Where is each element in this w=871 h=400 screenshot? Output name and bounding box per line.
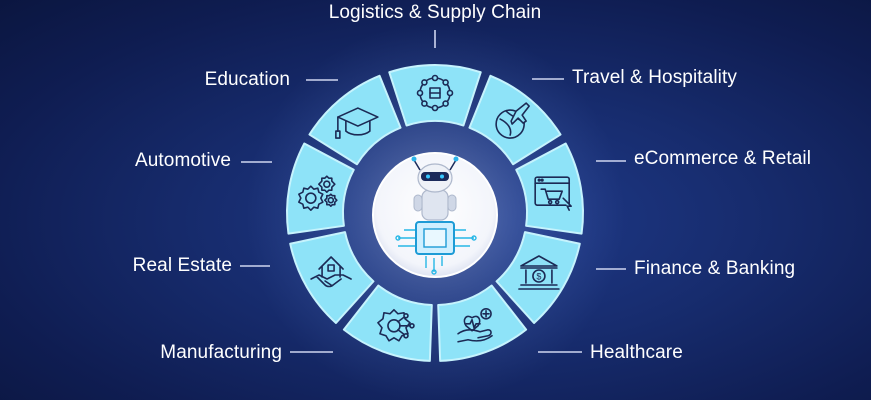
tile-logistics	[388, 64, 482, 127]
svg-text:$: $	[536, 272, 541, 282]
tile-realestate	[289, 231, 375, 324]
label-logistics: Logistics & Supply Chain	[328, 2, 542, 23]
tile-finance	[495, 231, 581, 324]
label-travel: Travel & Hospitality	[572, 67, 737, 88]
label-education: Education	[204, 69, 290, 90]
house-handshake-icon	[310, 256, 352, 288]
label-finance: Finance & Banking	[634, 258, 796, 279]
shopping-cart-browser-icon	[534, 176, 572, 211]
label-healthcare: Healthcare	[590, 342, 683, 363]
gears-icon	[298, 175, 338, 211]
graduation-cap-icon	[335, 107, 379, 139]
travel-globe-plane-icon	[495, 102, 530, 139]
ai-robot-chip-icon	[395, 156, 477, 275]
connector-lines	[240, 30, 626, 353]
label-manufacturing: Manufacturing	[160, 342, 282, 363]
tile-automotive	[286, 142, 355, 235]
label-automotive: Automotive	[134, 150, 231, 171]
logistics-network-icon	[416, 74, 454, 112]
gear-circuit-icon	[377, 308, 415, 342]
tile-ecommerce	[515, 142, 584, 235]
center-hub	[372, 152, 498, 278]
label-realestate: Real Estate	[132, 255, 232, 276]
label-ecommerce: eCommerce & Retail	[634, 148, 812, 169]
bank-building-icon: $	[518, 255, 560, 290]
hand-heart-icon	[457, 307, 493, 343]
tile-icons: $	[298, 74, 572, 343]
